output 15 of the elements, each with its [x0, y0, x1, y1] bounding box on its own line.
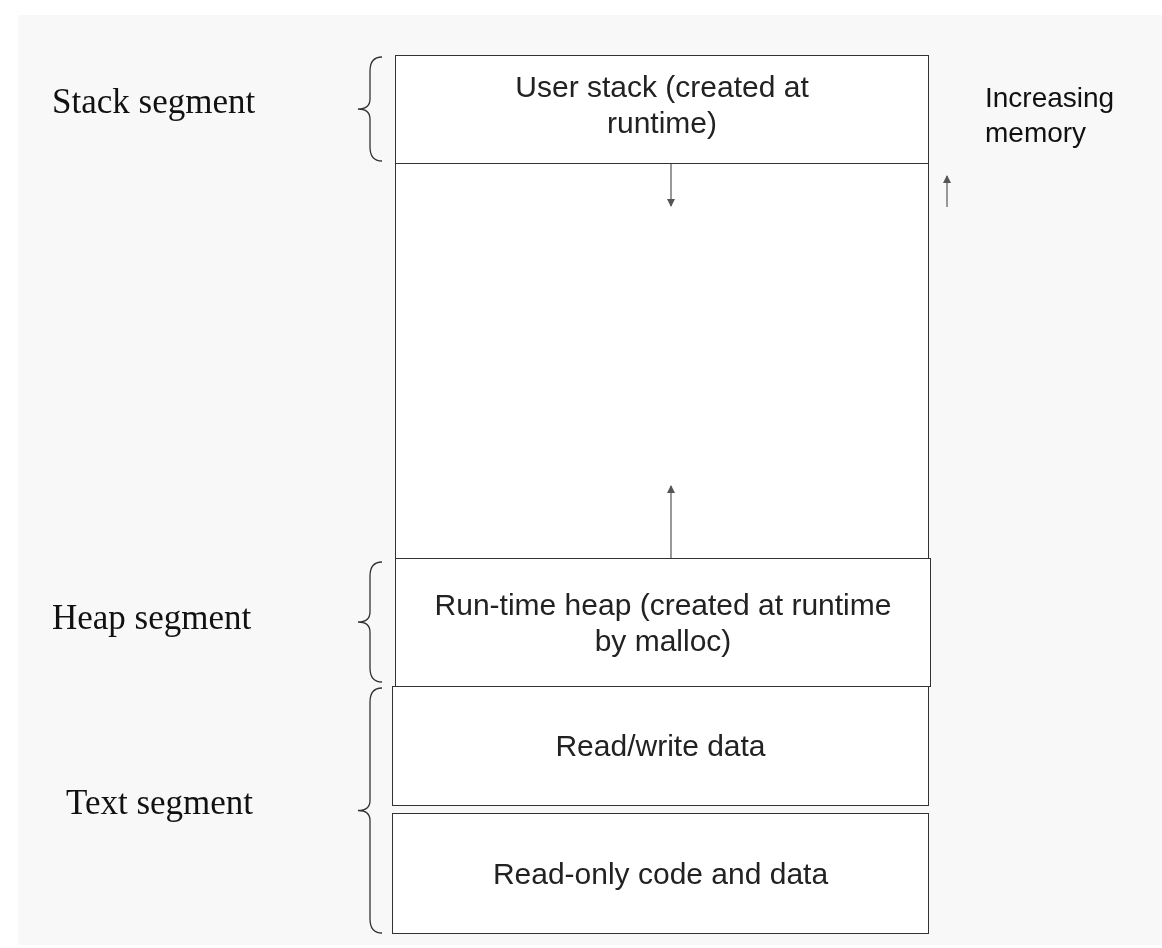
segment-label: User stack (created at runtime): [514, 68, 810, 141]
memory-segment-box: [392, 813, 929, 934]
segment-label: Run-time heap (created at runtime by malloc): [433, 586, 893, 659]
segment-name: Stack segment: [52, 82, 256, 122]
segment-name: Text segment: [66, 783, 254, 823]
segment-label: Read/write data: [555, 728, 766, 764]
memory-segment-box: [395, 55, 929, 164]
segment-label: Read-only code and data: [492, 855, 829, 892]
free-memory-box: [395, 163, 929, 559]
axis-label: Increasing memory: [985, 81, 1116, 150]
memory-segment-box: [395, 558, 931, 687]
growth-arrow: [667, 163, 675, 207]
memory-segment-box: [392, 686, 929, 806]
growth-arrow: [667, 485, 675, 559]
segment-name: Heap segment: [52, 598, 252, 638]
